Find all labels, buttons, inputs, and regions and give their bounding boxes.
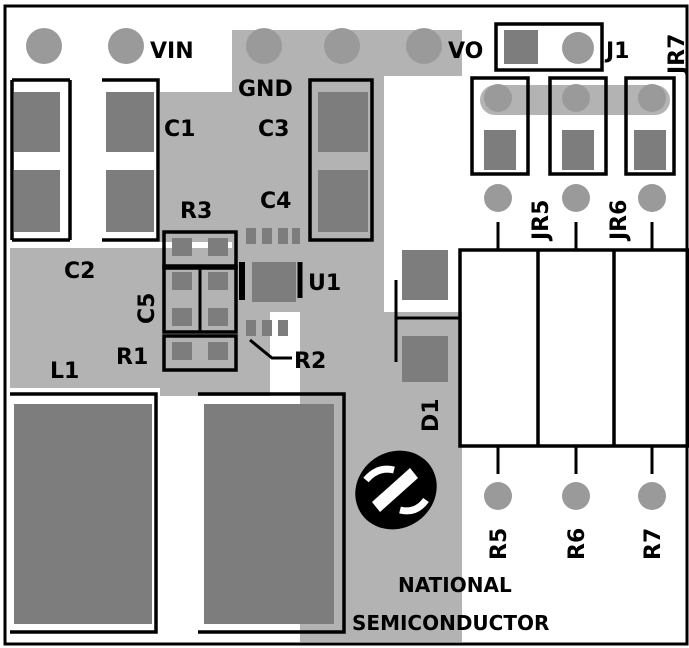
label-vo: VO xyxy=(448,39,483,64)
capacitor-c3 xyxy=(308,78,374,242)
label-jr7: JR7 xyxy=(665,34,689,76)
label-c5: C5 xyxy=(135,293,160,324)
label-l1: L1 xyxy=(50,359,79,384)
label-r3: R3 xyxy=(180,199,212,224)
label-c3: C3 xyxy=(258,117,289,142)
label-vin: VIN xyxy=(150,39,194,64)
board-outline xyxy=(3,4,689,646)
diode-d1 xyxy=(394,250,460,382)
national-semiconductor-logo xyxy=(355,450,437,530)
capacitor-c4 xyxy=(246,228,300,244)
label-jr5: JR5 xyxy=(529,200,554,242)
load-resistors xyxy=(458,222,689,510)
label-r2: R2 xyxy=(294,349,326,374)
inductor-l1 xyxy=(10,392,346,634)
top-pads xyxy=(26,28,594,64)
label-jr6: JR6 xyxy=(607,200,632,242)
label-gnd: GND xyxy=(238,77,293,102)
label-j1: J1 xyxy=(604,39,630,64)
chip-u1 xyxy=(246,262,303,360)
label-d1: D1 xyxy=(419,398,444,432)
label-r1: R1 xyxy=(116,345,148,370)
resistor-block xyxy=(162,230,245,372)
label-c2: C2 xyxy=(64,259,95,284)
brand-line2: SEMICONDUCTOR xyxy=(352,611,549,635)
capacitor-c1-c2 xyxy=(10,78,160,242)
label-r7: R7 xyxy=(641,528,666,560)
brand-line1: NATIONAL xyxy=(398,573,512,597)
label-r5: R5 xyxy=(487,528,512,560)
label-r6: R6 xyxy=(565,528,590,560)
label-u1: U1 xyxy=(308,271,341,296)
label-c1: C1 xyxy=(164,117,195,142)
label-c4: C4 xyxy=(260,189,291,214)
header-j1 xyxy=(470,22,676,212)
